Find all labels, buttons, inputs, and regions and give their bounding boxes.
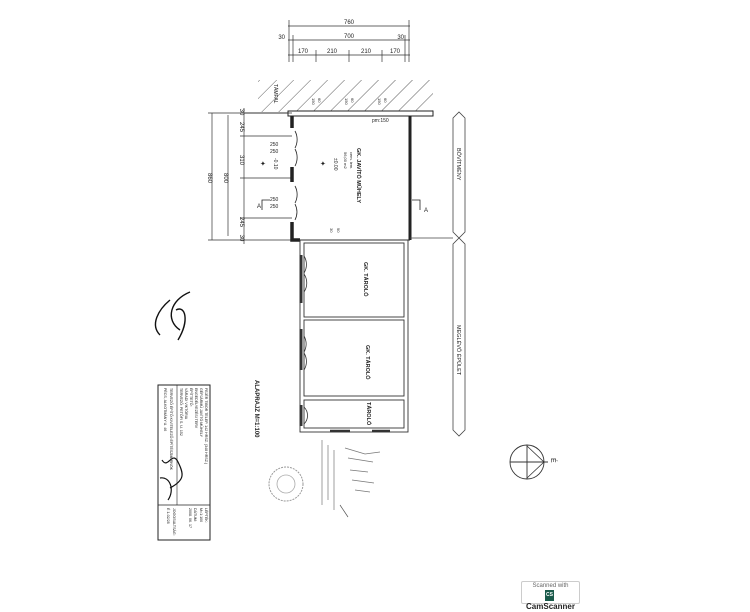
door-label: 250 <box>270 142 279 148</box>
handwritten-notes <box>321 440 381 518</box>
title-line: VÁRADI VIKTÓRIA <box>184 388 189 420</box>
dim-total: 760 <box>344 20 355 26</box>
window-label: 60 <box>317 98 322 103</box>
storage-rooms: GK. TÁROLÓ GK. TÁROLÓ TÁROLÓ <box>299 239 409 433</box>
room-name: GK. TÁROLÓ <box>364 345 372 380</box>
title-line: PÉCS, ALKOTMÁNY U. 46 <box>163 388 168 431</box>
dim-seg: 210 <box>327 49 338 55</box>
dim-label: 30 <box>329 228 334 233</box>
title-block: FEJÉR TIBOR TELEP. 142 HRSZ. (348 HRSZ.)… <box>157 384 211 541</box>
scanner-caption: Scanned with <box>532 583 569 589</box>
north-arrow-icon: É <box>509 444 558 480</box>
section-mark: A <box>257 204 261 210</box>
title-meta: É 1-02/28 <box>166 508 171 524</box>
room-name: GK. JAVÍTÓ MŰHELY <box>355 148 363 203</box>
title-meta: 2008. 06. 17 <box>188 508 192 528</box>
pm-label: pm:150 <box>372 118 389 124</box>
dim-seg: 310 <box>238 155 244 166</box>
title-line: TERVEZŐ: PETŐFI S. U. 152 <box>179 388 184 436</box>
dim-wall: 30 <box>238 109 244 116</box>
room-workshop: 250 250 250 250 A A -0.10 ±0.00 ✦ ✦ GK. … <box>257 116 428 242</box>
scanner-brand: CamScanner <box>526 602 575 612</box>
window-label: 60 <box>350 98 355 103</box>
level-inside: ±0.00 <box>332 158 338 171</box>
level-cross-icon: ✦ <box>260 160 266 168</box>
neighbor-lower-label: MEGLÉVŐ ÉPÜLET <box>455 325 462 376</box>
level-outside: -0.10 <box>272 158 278 170</box>
dim-label: 90 <box>336 228 341 233</box>
title-line: TERVEZŐ ÉPÍTŐ KIVITELEZŐ ÉPÍTÉSZMÉRNÖK <box>169 388 174 471</box>
title-signature <box>159 457 183 501</box>
section-mark: A <box>424 208 428 214</box>
dim-total-left: 860 <box>206 173 212 184</box>
dim-wall-left: 30 <box>278 35 285 41</box>
dim-wall-right: 30 <box>397 35 404 41</box>
signature <box>154 291 191 341</box>
dim-seg: 210 <box>361 49 372 55</box>
dim-wall: 30 <box>238 235 244 242</box>
camscanner-logo-icon: CS <box>545 590 554 602</box>
level-cross-icon: ✦ <box>320 160 326 168</box>
left-dimensions: 860 800 30 245 310 245 30 <box>206 108 292 244</box>
room-name: GK. TÁROLÓ <box>362 262 370 297</box>
dim-seg: 170 <box>298 49 309 55</box>
north-label: É <box>549 458 558 463</box>
title-line: ENGEDÉLYEZÉSI TERV <box>194 388 199 429</box>
dim-inner-left: 800 <box>222 173 228 184</box>
room-floor: cem. lem. <box>349 152 354 169</box>
dim-inner: 700 <box>344 34 355 40</box>
title-line: GÉPJÁRMŰ JAVÍTÓ MŰHELY <box>199 388 204 438</box>
title-meta: LÉPTÉK: <box>204 508 209 523</box>
title-meta: JOGOSULTSÁG: <box>172 508 176 536</box>
retaining-wall: TÁMFAL pm:150 60 60 60 150 150 150 <box>245 80 434 124</box>
window-label: 150 <box>344 98 349 105</box>
title-line: FEJÉR TIBOR TELEP. 142 HRSZ. (348 HRSZ.) <box>204 388 209 464</box>
door-label: 250 <box>270 197 279 203</box>
title-line: ÉPÍTTETŐ: <box>189 388 194 407</box>
neighbor-upper-label: BŐVÍTMÉNY <box>455 148 462 181</box>
official-stamp <box>268 466 304 502</box>
dim-seg: 245 <box>238 122 244 133</box>
neighbor-buildings: BŐVÍTMÉNY MEGLÉVŐ ÉPÜLET <box>410 111 466 437</box>
door-label: 250 <box>270 204 279 210</box>
door-label: 250 <box>270 149 279 155</box>
dim-seg: 170 <box>390 49 401 55</box>
title-meta: M=1:100 <box>199 508 203 522</box>
dim-seg: 245 <box>238 217 244 228</box>
window-label: 150 <box>311 98 316 105</box>
plan-title: ALAPRAJZ M=1:100 <box>253 380 259 438</box>
room-area: 56,00 m2 <box>343 152 348 169</box>
top-dimensions: 760 700 30 30 170 210 210 170 <box>278 20 410 62</box>
title-meta: DÁTUM: <box>193 508 197 522</box>
window-label: 150 <box>377 98 382 105</box>
room-name: TÁROLÓ <box>365 402 373 426</box>
window-label: 60 <box>383 98 388 103</box>
tamfal-label: TÁMFAL <box>272 84 279 104</box>
camscanner-badge: Scanned with CSCamScanner <box>521 581 580 611</box>
